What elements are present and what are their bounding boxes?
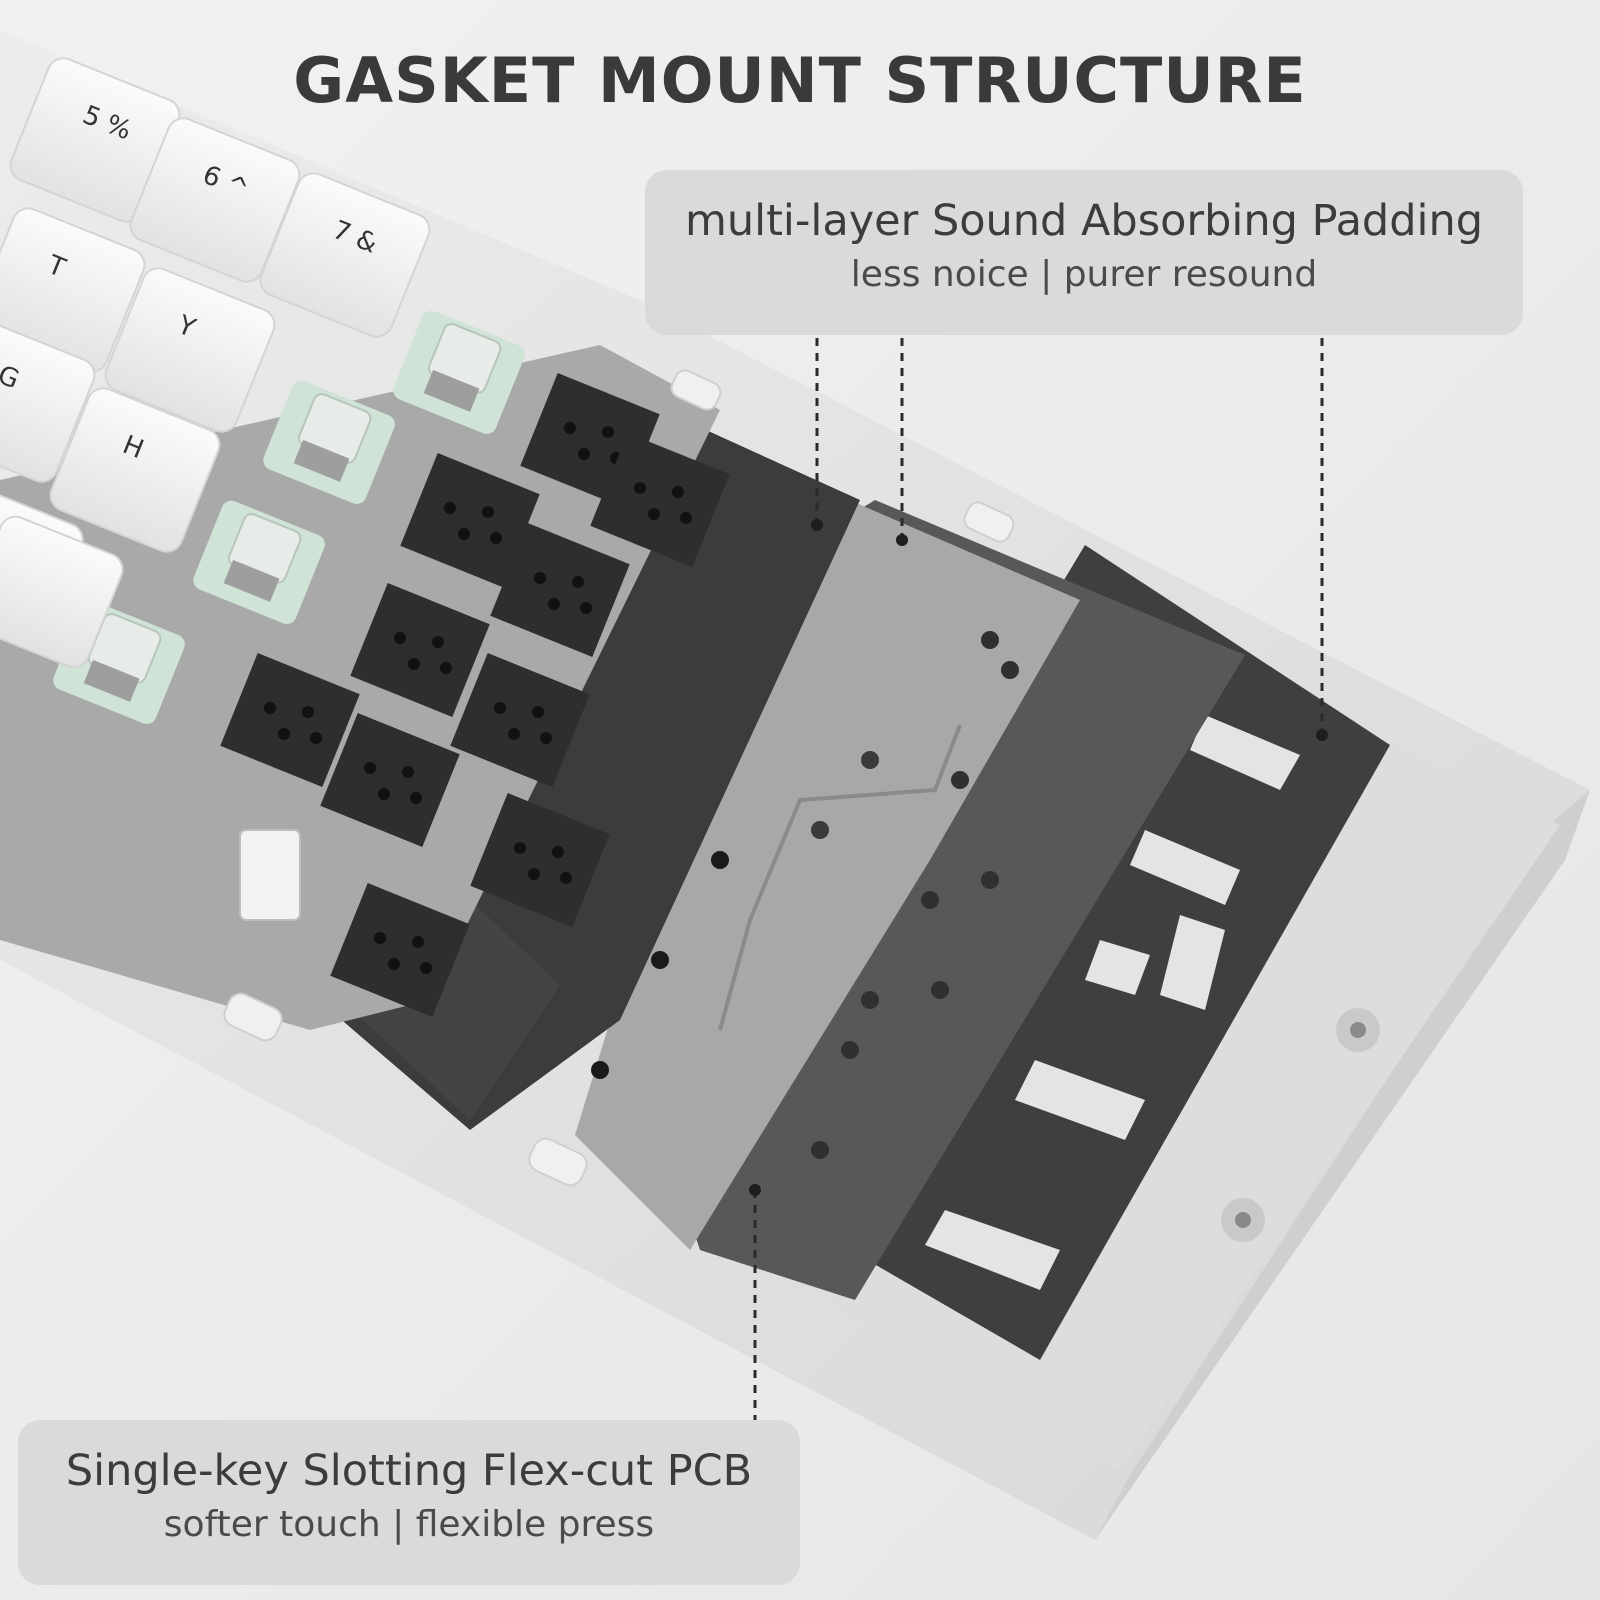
page-title: GASKET MOUNT STRUCTURE: [293, 44, 1307, 117]
gasket: [670, 369, 722, 411]
pcb-callout: Single-key Slotting Flex-cut PCB softer …: [18, 1420, 800, 1585]
pin-hole: [680, 512, 692, 524]
pin-hole: [540, 732, 552, 744]
pin-hole: [648, 508, 660, 520]
pin-hole: [310, 732, 322, 744]
screw-hole-center: [1235, 1212, 1251, 1228]
screw-dot: [711, 851, 729, 869]
pin-hole: [548, 598, 560, 610]
screw-dot: [981, 871, 999, 889]
keycap: [104, 267, 276, 433]
pin-hole: [528, 868, 540, 880]
cut-line: [718, 724, 962, 1031]
pin-hole: [580, 602, 592, 614]
switch-cutout: [470, 793, 610, 927]
switch-cutout: [350, 583, 490, 717]
switch-window: [423, 369, 480, 412]
gasket: [963, 501, 1015, 543]
pin-hole: [534, 572, 546, 584]
pin-hole: [432, 636, 444, 648]
screw-dot: [981, 631, 999, 649]
pin-hole: [444, 502, 456, 514]
pin-hole: [278, 728, 290, 740]
keycap: [129, 117, 301, 283]
screw-dot: [861, 991, 879, 1009]
screw-dot: [811, 1141, 829, 1159]
pin-hole: [490, 532, 502, 544]
switch-cutout: [400, 453, 540, 587]
pcb-callout-heading: Single-key Slotting Flex-cut PCB: [65, 1446, 753, 1496]
padding-callout: multi-layer Sound Absorbing Padding less…: [645, 170, 1523, 335]
pin-hole: [364, 762, 376, 774]
pin-hole: [264, 702, 276, 714]
pin-hole: [572, 576, 584, 588]
switch-cutout: [590, 433, 730, 567]
pin-hole: [378, 788, 390, 800]
padding-callout-heading: multi-layer Sound Absorbing Padding: [684, 196, 1484, 246]
pin-hole: [440, 662, 452, 674]
screw-dot: [841, 1041, 859, 1059]
keycap: [49, 387, 221, 553]
pcb-callout-subtitle: softer touch | flexible press: [163, 1504, 655, 1545]
gaskets: [223, 369, 1015, 1187]
screw-dot: [811, 821, 829, 839]
switches: [53, 310, 525, 921]
pin-hole: [552, 846, 564, 858]
pin-hole: [420, 962, 432, 974]
switch-window: [83, 659, 140, 702]
pin-hole: [578, 448, 590, 460]
pin-hole: [532, 706, 544, 718]
screw-hole-center: [1350, 1022, 1366, 1038]
switch-window: [223, 559, 280, 602]
translucent-layer: [575, 470, 1080, 1250]
pin-hole: [672, 486, 684, 498]
pin-hole: [302, 706, 314, 718]
leader-dots: [749, 519, 1328, 1196]
screw-dot: [931, 981, 949, 999]
pin-hole: [410, 792, 422, 804]
pin-hole: [458, 528, 470, 540]
gasket: [223, 992, 283, 1042]
pin-hole: [482, 506, 494, 518]
pin-hole: [394, 632, 406, 644]
screw-dot: [591, 1061, 609, 1079]
gasket: [528, 1137, 588, 1187]
pin-hole: [514, 842, 526, 854]
stabilizer: [239, 829, 301, 921]
switch-cutout: [330, 883, 470, 1017]
switch-cutout: [450, 653, 590, 787]
screw-dot: [1001, 661, 1019, 679]
case-edge: [1095, 790, 1590, 1540]
pin-hole: [494, 702, 506, 714]
pin-hole: [564, 422, 576, 434]
keycap: [0, 317, 96, 483]
keycap: [0, 515, 124, 669]
pin-hole: [560, 872, 572, 884]
leader-lines: [753, 338, 1324, 1420]
pin-hole: [402, 766, 414, 778]
pin-hole: [602, 426, 614, 438]
pin-hole: [388, 958, 400, 970]
screw-dot: [651, 951, 669, 969]
pin-hole: [408, 658, 420, 670]
switch-cutout: [220, 653, 360, 787]
translucent-sheet: [575, 470, 1080, 1250]
switch-window: [293, 439, 350, 482]
plate-openings: [220, 373, 730, 1017]
pin-hole: [412, 936, 424, 948]
screw-dot: [951, 771, 969, 789]
switch-cutout: [490, 523, 630, 657]
screw-dot: [921, 891, 939, 909]
screw-dot: [861, 751, 879, 769]
foam-cutouts: [925, 715, 1300, 1290]
pin-hole: [634, 482, 646, 494]
keycap: [259, 172, 431, 338]
switch-cutout: [320, 713, 460, 847]
padding-callout-subtitle: less noice | purer resound: [850, 254, 1318, 295]
pin-hole: [508, 728, 520, 740]
screw-dots: [591, 631, 1019, 1159]
pin-hole: [374, 932, 386, 944]
